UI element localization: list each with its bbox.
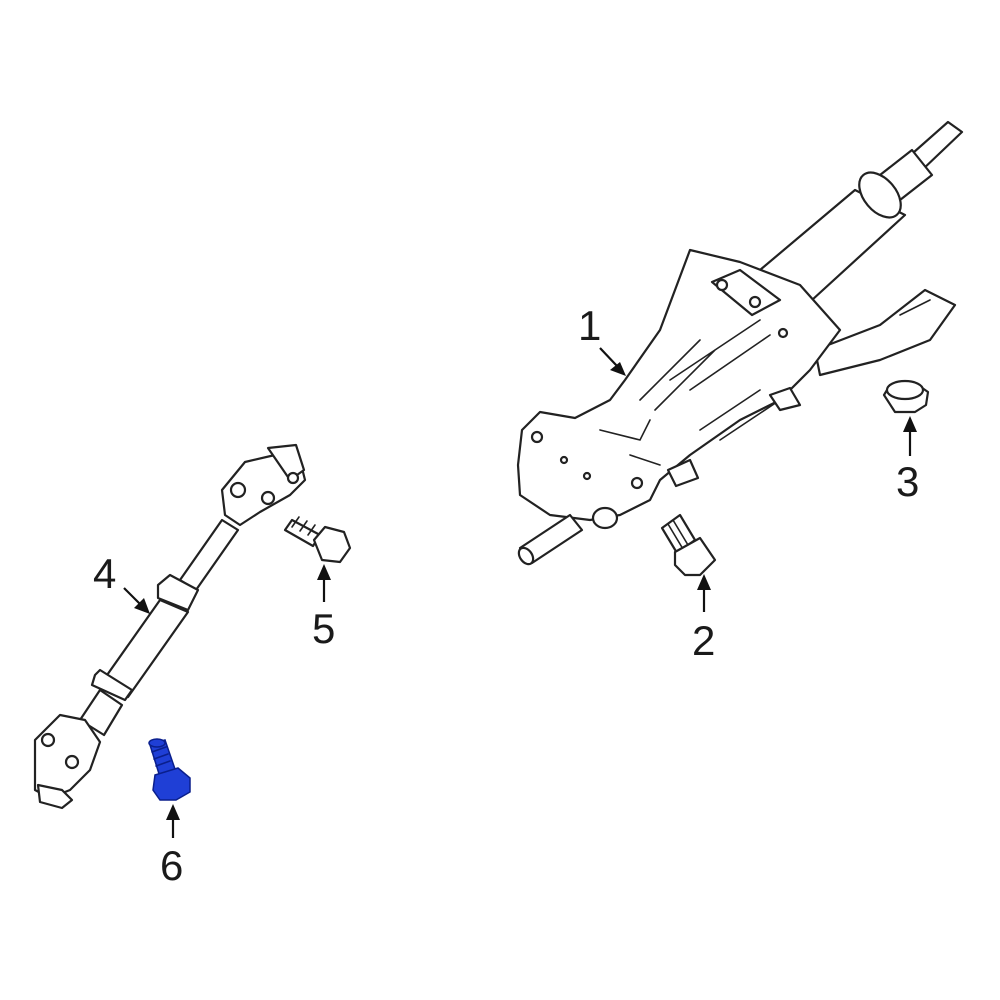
column-nut[interactable] <box>882 379 930 414</box>
intermediate-shaft[interactable] <box>33 443 307 810</box>
callout-number: 5 <box>312 605 335 652</box>
callout-6: 6 <box>160 804 183 889</box>
shaft-bolt-lower-highlighted[interactable] <box>148 738 191 801</box>
callout-number: 6 <box>160 842 183 889</box>
column-bolt[interactable] <box>660 513 717 577</box>
callout-number: 4 <box>93 550 116 597</box>
shaft-bolt-upper[interactable] <box>283 516 352 564</box>
callout-2: 2 <box>692 574 715 664</box>
callout-1: 1 <box>578 302 626 376</box>
callout-5: 5 <box>312 564 335 652</box>
callout-number: 3 <box>896 458 919 505</box>
callout-number: 2 <box>692 617 715 664</box>
steering-column-assembly[interactable] <box>516 120 964 567</box>
callout-number: 1 <box>578 302 601 349</box>
callout-4: 4 <box>93 550 150 614</box>
callout-3: 3 <box>896 416 919 505</box>
